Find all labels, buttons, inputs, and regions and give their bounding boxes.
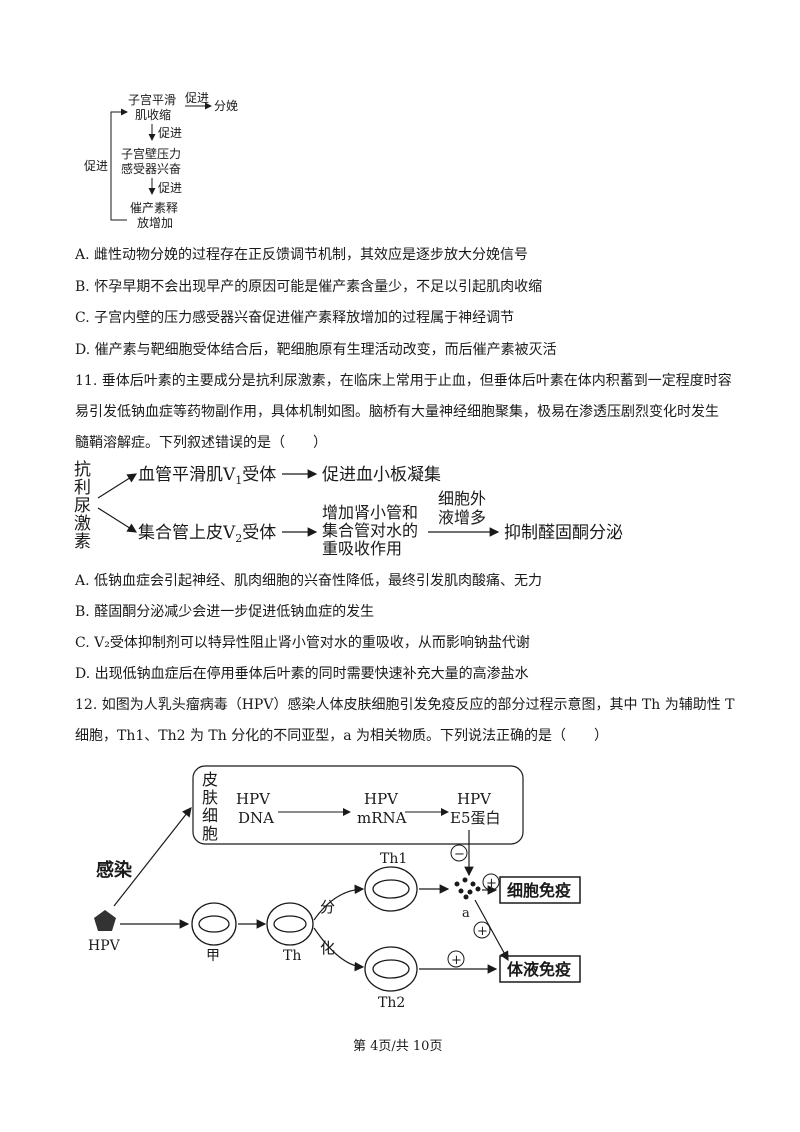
- v1-effect-label: 促进血小板凝集: [322, 465, 441, 485]
- cell-th-inner: [273, 915, 307, 933]
- q10-option-a: A. 雌性动物分娩的过程存在正反馈调节机制，其效应是逐步放大分娩信号: [75, 247, 529, 263]
- hpv-virus-icon: [94, 910, 116, 931]
- a-label: a: [462, 906, 470, 921]
- th-label: Th: [283, 948, 301, 964]
- skin-cell-char-2: 肤: [202, 788, 218, 807]
- hpv-dna-line1: HPV: [236, 790, 271, 808]
- skin-cell-char-3: 细: [202, 806, 218, 825]
- q11-stem-line2: 易引发低钠血症等药物副作用，具体机制如图。脑桥有大量神经细胞聚集，极易在渗透压剧…: [75, 404, 719, 420]
- cell-th1-inner: [372, 879, 410, 899]
- adh-char-1: 抗: [74, 460, 91, 480]
- arrow-infect: [113, 807, 192, 907]
- cell-th2-outer: [364, 946, 418, 992]
- hpv-protein-line1: HPV: [457, 790, 492, 808]
- q10-option-c: C. 子宫内壁的压力感受器兴奋促进催产素释放增加的过程属于神经调节: [75, 310, 515, 326]
- box2-line1: 子宫壁压力: [121, 146, 181, 161]
- cell-jia-inner: [198, 915, 230, 933]
- q11-option-a: A. 低钠血症会引起神经、肌肉细胞的兴奋性降低，最终引发肌肉酸痛、无力: [75, 573, 543, 589]
- cell-th-outer: [266, 902, 314, 946]
- skin-cell-box: [192, 765, 524, 845]
- hua-label: 化: [320, 939, 335, 957]
- humoral-immunity-label: 体液免疫: [507, 960, 571, 979]
- q11-option-d: D. 出现低钠血症后在停用垂体后叶素的同时需要快速补充大量的高渗盐水: [75, 666, 529, 682]
- substance-a-dot: [470, 881, 476, 887]
- hpv-mrna-line2: mRNA: [357, 809, 407, 827]
- box1-line2: 肌收缩: [135, 107, 171, 122]
- hpv-immune-diagram: 皮 肤 细 胞 HPV DNA HPV mRNA HPV E5蛋白 − 感染 H…: [88, 765, 581, 1011]
- plus-sign-circle-3: [447, 950, 465, 968]
- final-effect-label: 抑制醛固酮分泌: [504, 523, 623, 543]
- substance-a-dot: [463, 894, 469, 900]
- arrow-down-2-label: 促进: [158, 181, 182, 195]
- arrow-to-v1: [97, 473, 138, 499]
- adh-mechanism-diagram: 抗 利 尿 激 素 血管平滑肌V1受体 促进血小板凝集 集合管上皮V2受体 增加…: [74, 460, 623, 558]
- th2-label: Th2: [378, 995, 405, 1011]
- fen-label: 分: [320, 898, 335, 916]
- page-footer: 第 4页/共 10页: [353, 1039, 443, 1054]
- box3-line2: 放增加: [137, 215, 173, 230]
- arrow-down-1-label: 促进: [158, 126, 182, 140]
- feedback-label: 促进: [84, 159, 108, 173]
- hpv-label: HPV: [88, 938, 121, 954]
- minus-sign-circle: [450, 844, 468, 862]
- adh-char-5: 素: [74, 532, 91, 552]
- skin-cell-char-1: 皮: [202, 770, 218, 789]
- v2-receptor-label: 集合管上皮V2受体: [138, 523, 276, 545]
- minus-sign: −: [454, 847, 465, 862]
- v1-receptor-label: 血管平滑肌V1受体: [138, 465, 276, 487]
- box3-line1: 催产素释: [130, 201, 178, 215]
- mid-label-line2: 液增多: [438, 508, 486, 527]
- cell-jia-outer: [191, 902, 237, 946]
- infect-label: 感染: [96, 859, 133, 881]
- substance-a-dot: [462, 877, 468, 883]
- cell-immunity-box: [499, 876, 581, 904]
- substance-a-dot: [454, 881, 460, 887]
- q12-stem-line1: 12. 如图为人乳头瘤病毒（HPV）感染人体皮肤细胞引发免疫反应的部分过程示意图…: [75, 697, 735, 713]
- q11-stem-line1: 11. 垂体后叶素的主要成分是抗利尿激素，在临床上常用于止血，但垂体后叶素在体内…: [75, 373, 732, 389]
- adh-char-2: 利: [74, 478, 91, 498]
- q10-option-d: D. 催产素与靶细胞受体结合后，靶细胞原有生理活动改变，而后催产素被灭活: [75, 342, 557, 358]
- humoral-immunity-box: [499, 955, 581, 983]
- hpv-protein-line2: E5蛋白: [450, 809, 501, 827]
- jia-label: 甲: [206, 948, 220, 964]
- plus-sign-1: +: [486, 876, 497, 891]
- substance-a-dot: [458, 888, 464, 894]
- arrow-to-v2: [97, 507, 138, 533]
- mid-label-line1: 细胞外: [438, 489, 486, 508]
- q11-stem-line3: 髓鞘溶解症。下列叙述错误的是（ ）: [75, 435, 327, 451]
- box1-line1: 子宫平滑: [128, 92, 176, 107]
- arrow-right-label: 促进: [185, 91, 209, 105]
- arrow-th-th1: [313, 884, 365, 921]
- arrow-th-th2: [313, 927, 365, 972]
- labor-label: 分娩: [214, 99, 238, 113]
- box2-line2: 感受器兴奋: [121, 161, 181, 176]
- substance-a-dot: [475, 886, 481, 892]
- cell-immunity-label: 细胞免疫: [507, 881, 571, 900]
- skin-cell-char-4: 胞: [202, 824, 218, 843]
- v2-effect-line1: 增加肾小管和: [322, 503, 418, 522]
- plus-sign-3: +: [451, 953, 462, 968]
- cell-th2-inner: [372, 959, 410, 979]
- v2-effect-line2: 集合管对水的: [322, 521, 418, 540]
- plus-sign-2: +: [477, 924, 488, 939]
- q10-option-b: B. 怀孕早期不会出现早产的原因可能是催产素含量少，不足以引起肌肉收缩: [75, 279, 543, 295]
- v2-effect-line3: 重吸收作用: [322, 539, 402, 558]
- th1-label: Th1: [380, 851, 407, 867]
- arrow-a-humoral: [474, 899, 509, 962]
- substance-a-dot: [467, 889, 473, 895]
- hpv-dna-line2: DNA: [238, 809, 274, 827]
- hpv-mrna-line1: HPV: [364, 790, 399, 808]
- plus-sign-circle-1: [482, 873, 500, 891]
- q11-option-b: B. 醛固酮分泌减少会进一步促进低钠血症的发生: [75, 604, 375, 620]
- oxytocin-feedback-diagram: 子宫平滑 肌收缩 促进 分娩 促进 子宫壁压力 感受器兴奋 促进 催产素释 放增…: [84, 91, 238, 230]
- cell-th1-outer: [364, 866, 418, 912]
- q11-option-c: C. V₂受体抑制剂可以特异性阻止肾小管对水的重吸收，从而影响钠盐代谢: [75, 635, 530, 651]
- q12-stem-line2: 细胞，Th1、Th2 为 Th 分化的不同亚型，a 为相关物质。下列说法正确的是…: [75, 728, 609, 744]
- adh-char-3: 尿: [74, 496, 91, 516]
- feedback-loop: [110, 108, 128, 221]
- adh-char-4: 激: [74, 514, 91, 534]
- plus-sign-circle-2: [473, 921, 491, 939]
